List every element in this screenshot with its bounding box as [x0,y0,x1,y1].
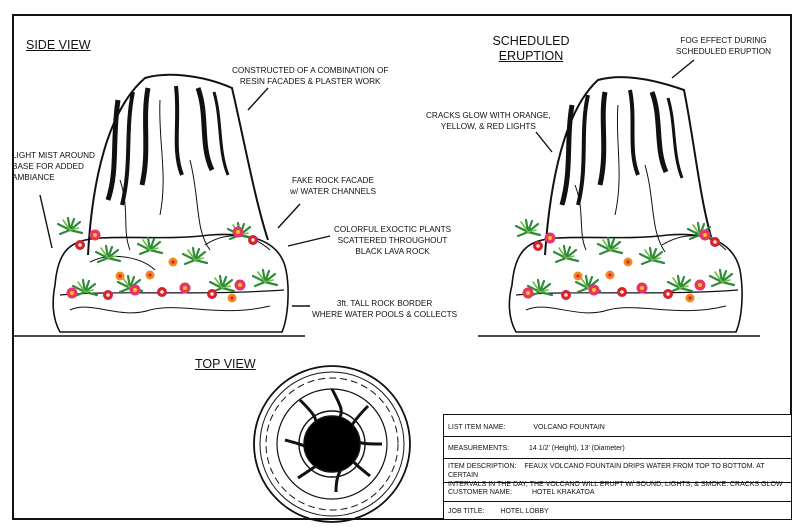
fake-rock-note: FAKE ROCK FACADE w/ WATER CHANNELS [290,175,376,197]
fog-note-line2: SCHEDULED ERUPTION [676,47,772,56]
mist-note-line3: AMBIANCE [12,173,55,182]
description-line1: ITEM DESCRIPTION: FEAUX VOLCANO FOUNTAIN… [448,462,787,480]
scheduled-eruption-heading-line1: SCHEDULED [492,34,570,48]
mist-note-line1: LIGHT MIST AROUND [12,151,95,160]
plants-note-line3: BLACK LAVA ROCK [355,247,430,256]
scheduled-eruption-heading-line2: ERUPTION [498,49,564,63]
description-value-2: INTERVALS IN THE DAY, THE VOLCANO WILL E… [448,481,783,488]
rock-border-note-line2: WHERE WATER POOLS & COLLECTS [312,310,458,319]
cracks-note-line1: CRACKS GLOW WITH ORANGE, [426,111,551,120]
rock-border-note-line1: 3ft. TALL ROCK BORDER [336,299,433,308]
job-label: JOB TITLE: [448,508,485,515]
construction-note: CONSTRUCTED OF A COMBINATION OF RESIN FA… [232,65,388,87]
customer-row: CUSTOMER NAME: HOTEL KRAKATOA [444,483,791,502]
cracks-note-line2: YELLOW, & RED LIGHTS [440,122,536,131]
mist-note-line2: BASE FOR ADDED [12,162,84,171]
fog-note: FOG EFFECT DURING SCHEDULED ERUPTION [676,35,771,57]
construction-note-line1: CONSTRUCTED OF A COMBINATION OF [232,66,389,75]
measurements-label: MEASUREMENTS: [448,445,510,452]
fake-rock-note-line1: FAKE ROCK FACADE [292,176,374,185]
plants-note-line1: COLORFUL EXOCTIC PLANTS [334,225,452,234]
list-item-label: LIST ITEM NAME: [448,424,506,431]
plants-note-line2: SCATTERED THROUGHOUT [337,236,448,245]
side-view-heading: SIDE VIEW [26,38,91,52]
side-view-leader-lines [39,87,331,307]
scheduled-eruption-heading: SCHEDULED ERUPTION [485,34,577,64]
description-label: ITEM DESCRIPTION: [448,463,517,470]
fake-rock-note-line2: w/ WATER CHANNELS [290,187,376,196]
fog-note-line1: FOG EFFECT DURING [680,36,767,45]
plants-note: COLORFUL EXOCTIC PLANTS SCATTERED THROUG… [334,224,451,257]
customer-value: HOTEL KRAKATOA [532,489,595,496]
title-block: LIST ITEM NAME: VOLCANO FOUNTAIN MEASURE… [443,414,792,520]
mist-note: LIGHT MIST AROUND BASE FOR ADDED AMBIANC… [12,150,95,183]
list-item-value: VOLCANO FOUNTAIN [533,424,605,431]
eruption-leader-lines [535,59,695,153]
measurements-row: MEASUREMENTS: 14 1/2' (Height), 13' (Dia… [444,437,791,459]
measurements-value: 14 1/2' (Height), 13' (Diameter) [529,445,625,452]
top-view-drawing [253,365,411,523]
description-row: ITEM DESCRIPTION: FEAUX VOLCANO FOUNTAIN… [444,459,791,488]
list-item-row: LIST ITEM NAME: VOLCANO FOUNTAIN [444,415,791,437]
job-row: JOB TITLE: HOTEL LOBBY [444,502,791,521]
sheet-border [12,14,792,520]
cracks-note: CRACKS GLOW WITH ORANGE, YELLOW, & RED L… [426,110,551,132]
construction-note-line2: RESIN FACADES & PLASTER WORK [239,77,381,86]
top-view-heading: TOP VIEW [195,357,256,371]
description-value-1: FEAUX VOLCANO FOUNTAIN DRIPS WATER FROM … [448,463,765,479]
eruption-plants [514,218,736,303]
side-view-plants [56,216,279,303]
job-value: HOTEL LOBBY [500,508,549,515]
rock-border-note: 3ft. TALL ROCK BORDER WHERE WATER POOLS … [312,298,457,320]
customer-label: CUSTOMER NAME: [448,489,513,496]
